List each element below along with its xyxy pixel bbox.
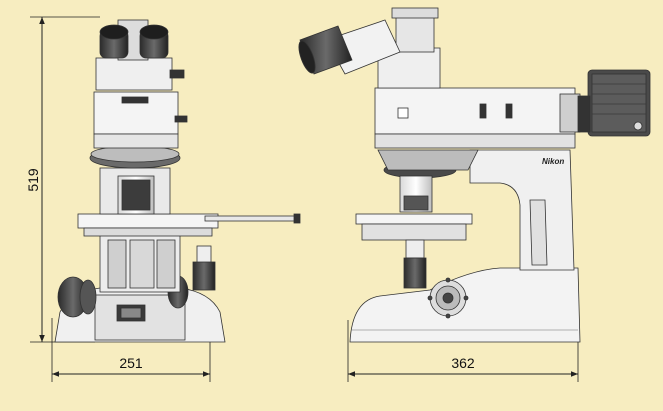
side-depth-dimension: 362 <box>347 320 579 382</box>
microscope-side-view: Nikon <box>298 7 651 343</box>
height-value: 519 <box>25 168 41 192</box>
eyepiece-left <box>99 24 129 59</box>
microscope-front-view <box>54 19 301 343</box>
eyepiece-right <box>139 24 169 59</box>
brand-label: Nikon <box>542 157 564 166</box>
eyepiece-tube-side <box>298 19 401 75</box>
side-depth-value: 362 <box>451 355 475 371</box>
front-width-value: 251 <box>119 355 143 371</box>
front-width-dimension: 251 <box>51 318 211 382</box>
lamp-housing <box>577 69 651 137</box>
height-dimension: 519 <box>25 16 100 343</box>
